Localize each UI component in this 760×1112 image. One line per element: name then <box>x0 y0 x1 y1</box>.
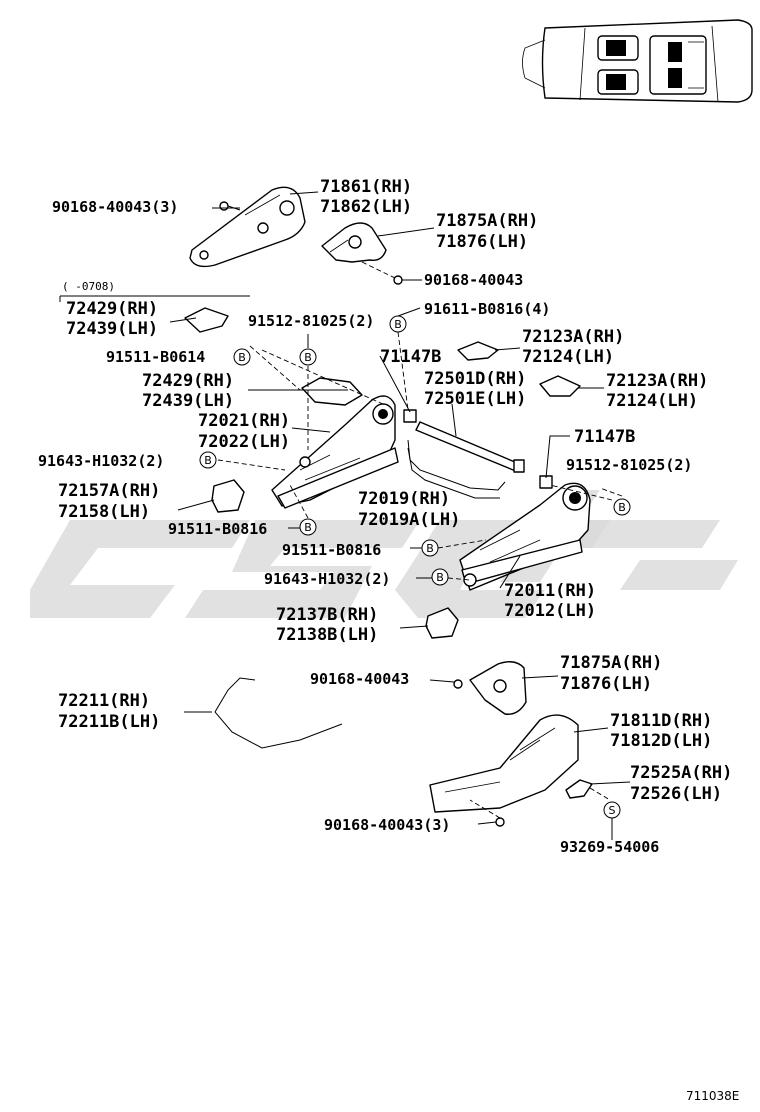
vehicle-location-icon <box>522 19 753 103</box>
seat-adjuster-frame-right <box>459 482 591 591</box>
callout-labels: 71861(RH) 71862(LH) 90168-40043(3) 71875… <box>38 177 739 1103</box>
svg-text:B: B <box>394 318 402 331</box>
callout-90168-40043-3-top: 90168-40043(3) <box>52 198 178 216</box>
callout-91512-81025-a: 91512-81025(2) <box>248 312 374 330</box>
callout-72439-a: 72439(LH) <box>66 319 158 339</box>
callout-71876-lower: 71876(LH) <box>560 674 652 694</box>
badge-b-91511-b0816-b: B <box>421 539 439 557</box>
callout-72021: 72021(RH) <box>198 411 290 431</box>
callout-72138B: 72138B(LH) <box>276 625 378 645</box>
callout-72011: 72011(RH) <box>504 581 596 601</box>
badge-b-91511-b0816-a: B <box>299 518 317 536</box>
callout-72501D: 72501D(RH) <box>424 369 526 389</box>
callout-71811D: 71811D(RH) <box>610 711 712 731</box>
callout-71147B-a: 71147B <box>380 347 441 367</box>
svg-text:S: S <box>609 804 616 817</box>
callout-91511-B0614: 91511-B0614 <box>106 348 205 366</box>
callout-72012: 72012(LH) <box>504 601 596 621</box>
callout-90168-40043-lower: 90168-40043 <box>310 670 409 688</box>
callout-72123A-a: 72123A(RH) <box>522 327 624 347</box>
callout-72525A: 72525A(RH) <box>630 763 732 783</box>
callout-72429-b: 72429(RH) <box>142 371 234 391</box>
bolt-90168-bottom <box>495 817 505 827</box>
callout-71876-upper: 71876(LH) <box>436 232 528 252</box>
callout-91643-H1032-a: 91643-H1032(2) <box>38 452 164 470</box>
link-rod <box>407 439 506 499</box>
callout-72137B: 72137B(RH) <box>276 605 378 625</box>
callout-72429-a: 72429(RH) <box>66 299 158 319</box>
svg-text:B: B <box>436 571 444 584</box>
svg-text:71862(LH): 71862(LH) <box>320 197 412 217</box>
callout-72123A-b: 72123A(RH) <box>606 371 708 391</box>
bracket-note: ( -0708) <box>62 280 115 293</box>
callout-71861: 71861(RH) <box>320 177 412 197</box>
badge-b-91611: B <box>389 315 407 333</box>
callout-72158: 72158(LH) <box>58 502 150 522</box>
callout-72019A: 72019A(LH) <box>358 510 460 530</box>
callout-91511-B0816-b: 91511-B0816 <box>282 541 381 559</box>
callout-91611-B0816: 91611-B0816(4) <box>424 300 550 318</box>
clip-72123A-lower <box>539 375 581 397</box>
svg-text:B: B <box>304 351 312 364</box>
seat-track-cover-lower <box>429 714 579 813</box>
callout-91643-H1032-b: 91643-H1032(2) <box>264 570 390 588</box>
callout-72211B: 72211B(LH) <box>58 712 160 732</box>
bolt-90168-lower <box>453 679 463 689</box>
callout-72439-b: 72439(LH) <box>142 391 234 411</box>
spacer-72157A <box>211 479 245 513</box>
badge-b-91643-b: B <box>431 568 449 586</box>
svg-text:B: B <box>426 542 434 555</box>
clip-72123A-upper <box>457 341 499 361</box>
badge-b-91512-b: B <box>613 498 631 516</box>
recliner-cover-upper <box>189 186 306 268</box>
bolt-90168-upper <box>393 275 403 285</box>
badge-s-93269: S <box>603 801 621 819</box>
svg-text:71861(RH): 71861(RH) <box>320 177 412 197</box>
callout-71875A-lower: 71875A(RH) <box>560 653 662 673</box>
release-wire <box>214 677 343 749</box>
callout-91511-B0816-a: 91511-B0816 <box>168 520 267 538</box>
callout-71812D: 71812D(LH) <box>610 731 712 751</box>
callout-72526: 72526(LH) <box>630 784 722 804</box>
callout-72157A: 72157A(RH) <box>58 481 160 501</box>
callout-72211: 72211(RH) <box>58 691 150 711</box>
bolt-90168-left <box>219 201 241 211</box>
svg-text:B: B <box>238 351 246 364</box>
svg-text:B: B <box>204 454 212 467</box>
callout-71862: 71862(LH) <box>320 197 412 217</box>
svg-text:B: B <box>618 501 626 514</box>
callout-93269-54006: 93269-54006 <box>560 838 659 856</box>
bracket-72429-upper <box>184 307 229 333</box>
callout-72124-a: 72124(LH) <box>522 347 614 367</box>
hinge-cover-upper <box>321 222 387 263</box>
figure-code: 711038E <box>686 1089 739 1103</box>
hinge-cover-lower <box>469 661 527 715</box>
badge-b-91643-a: B <box>199 451 217 469</box>
reference-badges: B B B B B B B B <box>199 315 631 819</box>
callout-72124-b: 72124(LH) <box>606 391 698 411</box>
callout-90168-40043-3-bottom: 90168-40043(3) <box>324 816 450 834</box>
callout-72019: 72019(RH) <box>358 489 450 509</box>
callout-71147B-b: 71147B <box>574 427 635 447</box>
callout-71875A-upper: 71875A(RH) <box>436 211 538 231</box>
clip-72525A <box>565 779 593 799</box>
callout-91512-81025-b: 91512-81025(2) <box>566 456 692 474</box>
callout-90168-40043-upper: 90168-40043 <box>424 271 523 289</box>
torsion-bar <box>403 409 525 473</box>
leader-lines <box>169 191 631 840</box>
svg-text:B: B <box>304 521 312 534</box>
callout-72022: 72022(LH) <box>198 432 290 452</box>
seat-adjuster-frame-left <box>271 395 399 509</box>
bracket-72429-middle <box>301 377 363 406</box>
badge-b-91511-b0614: B <box>233 348 251 366</box>
badge-b-91512-a: B <box>299 348 317 366</box>
callout-72501E: 72501E(LH) <box>424 389 526 409</box>
